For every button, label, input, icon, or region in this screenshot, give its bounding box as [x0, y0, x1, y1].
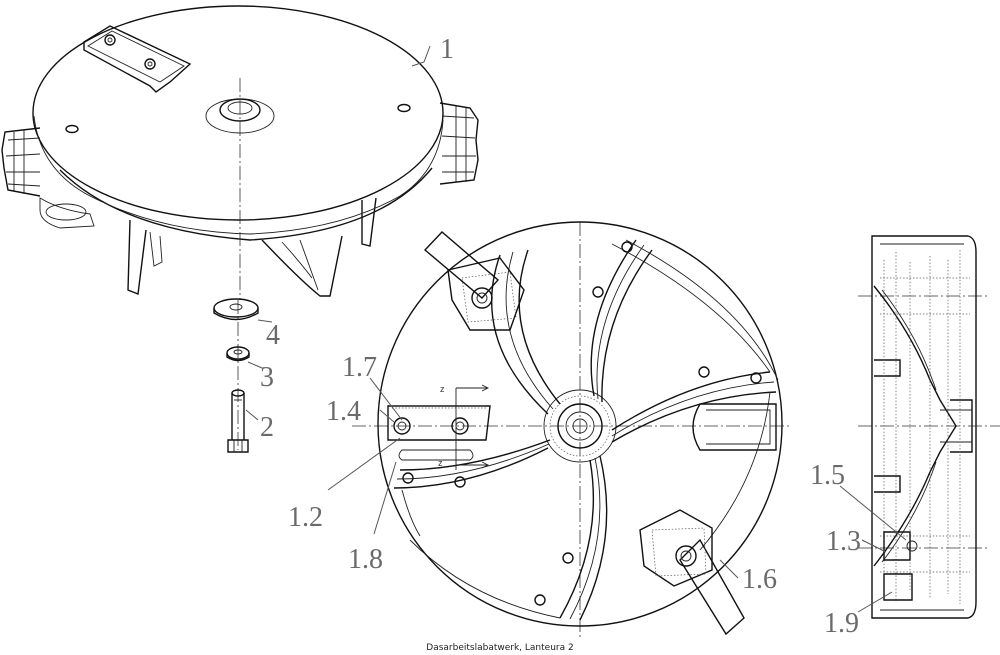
outer-ribs [401, 239, 779, 619]
callout-4: 4 [266, 320, 280, 351]
disc-underbody [39, 167, 433, 297]
mounting-holes [402, 241, 762, 606]
blade-mount-bottom-right [639, 509, 745, 636]
figure-caption: Dasarbeitslabatwerk, Lanteura 2 [426, 643, 574, 653]
disc-outer-edge [377, 221, 783, 627]
isometric-view [1, 5, 479, 300]
leader-lines [245, 45, 907, 613]
disc-top-face [32, 5, 444, 235]
callout-1-6: 1.6 [742, 564, 777, 595]
callout-1: 1 [440, 34, 454, 65]
bolt [227, 389, 249, 453]
callouts: 1 4 3 2 1.7 1.4 1.2 1.8 1.6 1.5 1.3 1.9 [260, 34, 861, 639]
axis-label-z-bottom: z [438, 458, 443, 468]
knife-plate [387, 384, 491, 470]
front-view: z z [352, 221, 792, 640]
arms [393, 239, 777, 621]
disc-mounting-plate [83, 25, 192, 93]
callout-1-4: 1.4 [326, 396, 361, 427]
callout-1-3: 1.3 [826, 526, 861, 557]
callout-1-7: 1.7 [342, 352, 377, 383]
fastener-stack [213, 298, 259, 453]
callout-2: 2 [260, 412, 274, 443]
slot-right [692, 403, 777, 451]
blade-mount-top-left [423, 231, 525, 331]
callout-1-2: 1.2 [288, 502, 323, 533]
blade-right [439, 102, 479, 185]
washer-large [213, 298, 259, 321]
side-view [858, 235, 1000, 619]
washer-small [226, 346, 250, 362]
blade-left [1, 127, 41, 197]
axis-label-z-top: z [440, 384, 445, 394]
callout-1-5: 1.5 [810, 460, 845, 491]
hub [543, 389, 617, 463]
callout-3: 3 [260, 362, 274, 393]
callout-1-8: 1.8 [348, 544, 383, 575]
callout-1-9: 1.9 [824, 608, 859, 639]
